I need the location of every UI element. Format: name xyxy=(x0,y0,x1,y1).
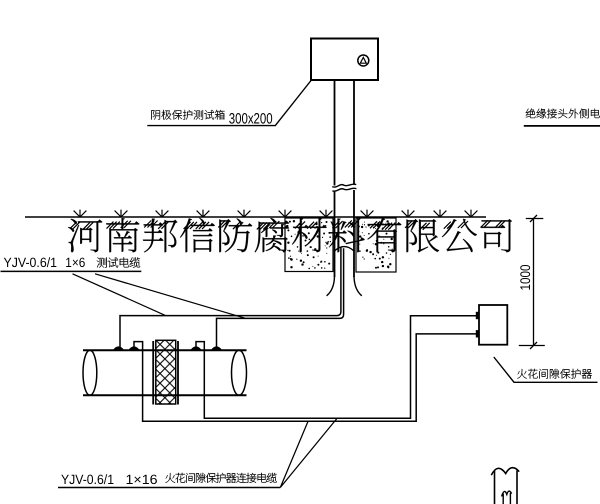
svg-text:1×6: 1×6 xyxy=(65,255,85,270)
svg-text:1000: 1000 xyxy=(517,264,533,290)
svg-text:300x200: 300x200 xyxy=(229,111,273,128)
svg-text:YJV-0.6/1: YJV-0.6/1 xyxy=(4,255,58,270)
svg-text:YJV-0.6/1: YJV-0.6/1 xyxy=(61,472,114,487)
svg-text:1×16: 1×16 xyxy=(126,472,158,487)
